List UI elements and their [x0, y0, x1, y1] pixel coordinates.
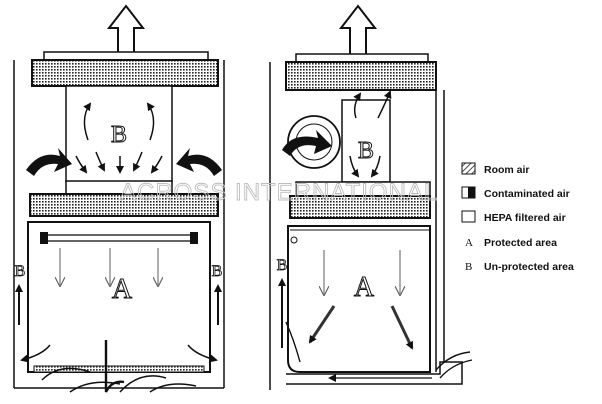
side-plenum-zone-label: B [358, 138, 374, 164]
svg-text:Room air: Room air [484, 164, 530, 176]
left-plenum-zone-label: B [111, 122, 127, 148]
plenum-airflow-arrows [75, 102, 163, 174]
front-view-cabinet: B A B B [13, 4, 225, 393]
svg-text:Un-protected area: Un-protected area [484, 261, 574, 273]
work-surface-grille [33, 365, 205, 373]
right-outside-zone-label: B [212, 263, 223, 280]
work-zone [27, 221, 211, 373]
legend-item-unprotected-area: B Un-protected area [465, 261, 574, 273]
svg-text:HEPA filtered air: HEPA filtered air [484, 212, 566, 224]
side-outside-zone-label: B [277, 257, 288, 274]
blower-arrow [282, 130, 332, 156]
legend: Room air Contaminated air HEPA filtered … [461, 162, 574, 273]
side-exhaust-hepa-filter [285, 61, 437, 91]
exhaust-arrow [106, 4, 146, 56]
supply-hepa-filter [29, 193, 219, 217]
side-exhaust-arrow [338, 4, 378, 57]
downflow-arrows [60, 248, 158, 285]
watermark: ACROSS INTERNATIONAL [120, 179, 438, 206]
side-work-zone-label: A [354, 272, 375, 303]
svg-text:Protected area: Protected area [484, 237, 557, 249]
exhaust-hepa-filter [31, 59, 219, 87]
legend-item-hepa-filtered-air: HEPA filtered air [461, 210, 566, 224]
legend-item-room-air: Room air [461, 162, 530, 176]
bottom-return-flows [20, 340, 218, 393]
svg-text:B: B [465, 261, 472, 273]
left-work-zone-label: A [112, 274, 133, 305]
legend-item-contaminated-air: Contaminated air [461, 186, 570, 200]
side-view-cabinet: B A B [269, 4, 473, 390]
top-cap [43, 51, 209, 61]
light-bar [43, 234, 195, 242]
side-supply-hepa-filter [289, 195, 431, 219]
right-intake-arrow [176, 148, 222, 176]
svg-text:Contaminated air: Contaminated air [484, 188, 570, 200]
side-plenum [341, 99, 391, 183]
left-outside-zone-label: B [15, 263, 26, 280]
svg-text:A: A [465, 237, 473, 249]
side-plenum-arrows [349, 90, 392, 178]
legend-item-protected-area: A Protected area [465, 237, 557, 249]
left-intake-arrow [26, 148, 72, 176]
